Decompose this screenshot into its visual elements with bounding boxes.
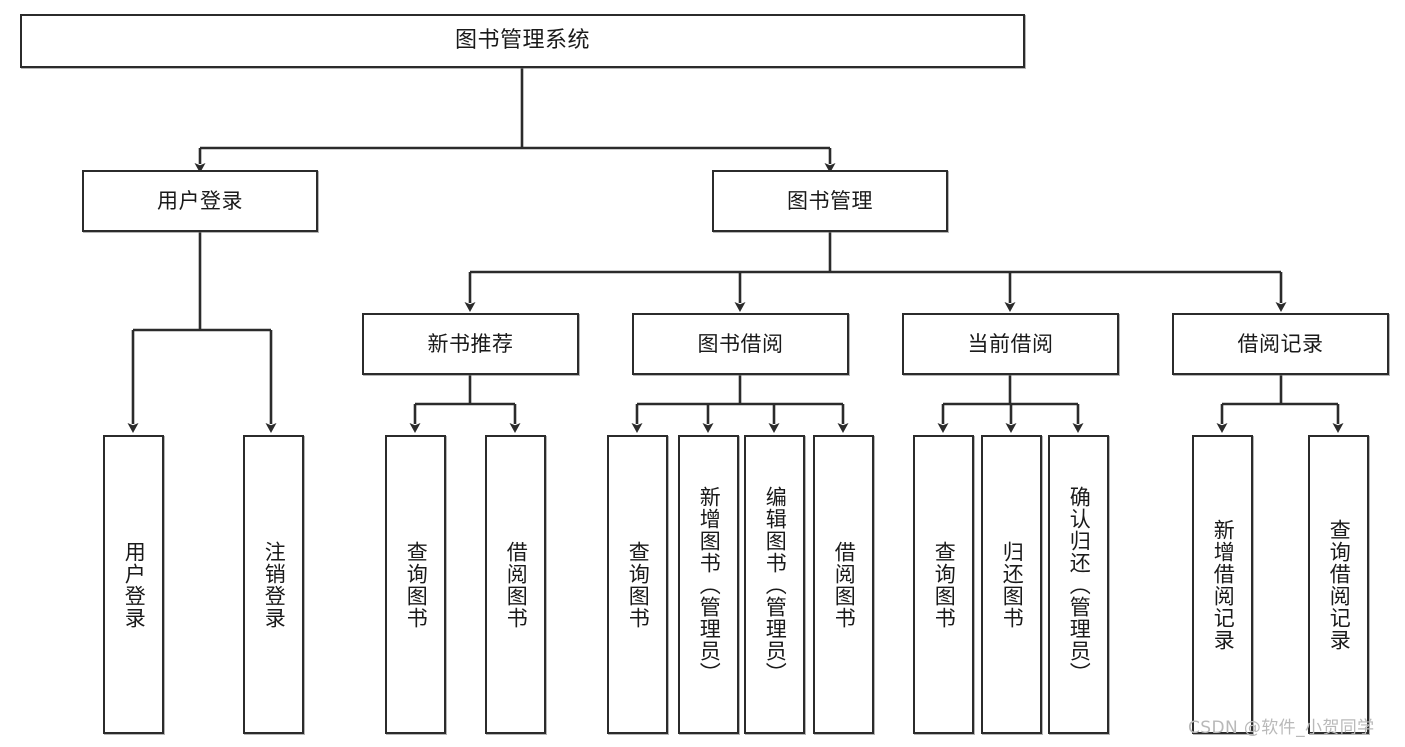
- node-leaf-confirm-return[interactable]: 确认归还（管理员）: [1048, 435, 1109, 734]
- node-leaf-user-login[interactable]: 用户登录: [103, 435, 164, 734]
- node-leaf-logout-label: 注销登录: [262, 540, 287, 629]
- node-current-borrow[interactable]: 当前借阅: [902, 313, 1119, 375]
- node-leaf-confirm-return-label: 确认归还（管理员）: [1067, 485, 1092, 684]
- node-leaf-borrow-book-1-label: 借阅图书: [504, 540, 529, 629]
- node-user-login-label: 用户登录: [157, 188, 243, 213]
- node-book-borrow-label: 图书借阅: [697, 331, 784, 356]
- node-borrow-record-label: 借阅记录: [1237, 331, 1324, 356]
- watermark: CSDN @软件_小贺同学: [1188, 718, 1375, 738]
- node-leaf-query-book-3-label: 查询图书: [932, 540, 957, 629]
- node-book-manage-label: 图书管理: [787, 188, 873, 213]
- node-leaf-user-login-label: 用户登录: [122, 540, 147, 629]
- node-leaf-query-book-1-label: 查询图书: [404, 540, 429, 629]
- node-leaf-query-book-1[interactable]: 查询图书: [385, 435, 446, 734]
- node-leaf-query-record[interactable]: 查询借阅记录: [1308, 435, 1369, 734]
- node-leaf-add-record[interactable]: 新增借阅记录: [1192, 435, 1253, 734]
- node-new-book-recommend-label: 新书推荐: [427, 331, 514, 356]
- node-leaf-edit-book[interactable]: 编辑图书（管理员）: [744, 435, 805, 734]
- node-root-label: 图书管理系统: [454, 28, 590, 54]
- node-leaf-borrow-book-2-label: 借阅图书: [832, 540, 857, 629]
- node-leaf-return-book-label: 归还图书: [1000, 540, 1025, 629]
- node-user-login[interactable]: 用户登录: [82, 170, 318, 232]
- node-current-borrow-label: 当前借阅: [967, 331, 1054, 356]
- node-leaf-query-record-label: 查询借阅记录: [1327, 518, 1352, 651]
- node-book-borrow[interactable]: 图书借阅: [632, 313, 849, 375]
- node-leaf-add-book-label: 新增图书（管理员）: [697, 485, 722, 684]
- node-root[interactable]: 图书管理系统: [20, 14, 1025, 68]
- node-leaf-add-record-label: 新增借阅记录: [1211, 518, 1236, 651]
- node-leaf-return-book[interactable]: 归还图书: [981, 435, 1042, 734]
- node-leaf-query-book-2-label: 查询图书: [626, 540, 651, 629]
- node-leaf-add-book[interactable]: 新增图书（管理员）: [678, 435, 739, 734]
- node-leaf-edit-book-label: 编辑图书（管理员）: [763, 485, 788, 684]
- node-leaf-borrow-book-1[interactable]: 借阅图书: [485, 435, 546, 734]
- node-new-book-recommend[interactable]: 新书推荐: [362, 313, 579, 375]
- node-book-manage[interactable]: 图书管理: [712, 170, 948, 232]
- node-leaf-borrow-book-2[interactable]: 借阅图书: [813, 435, 874, 734]
- node-leaf-logout[interactable]: 注销登录: [243, 435, 304, 734]
- node-leaf-query-book-2[interactable]: 查询图书: [607, 435, 668, 734]
- node-borrow-record[interactable]: 借阅记录: [1172, 313, 1389, 375]
- node-leaf-query-book-3[interactable]: 查询图书: [913, 435, 974, 734]
